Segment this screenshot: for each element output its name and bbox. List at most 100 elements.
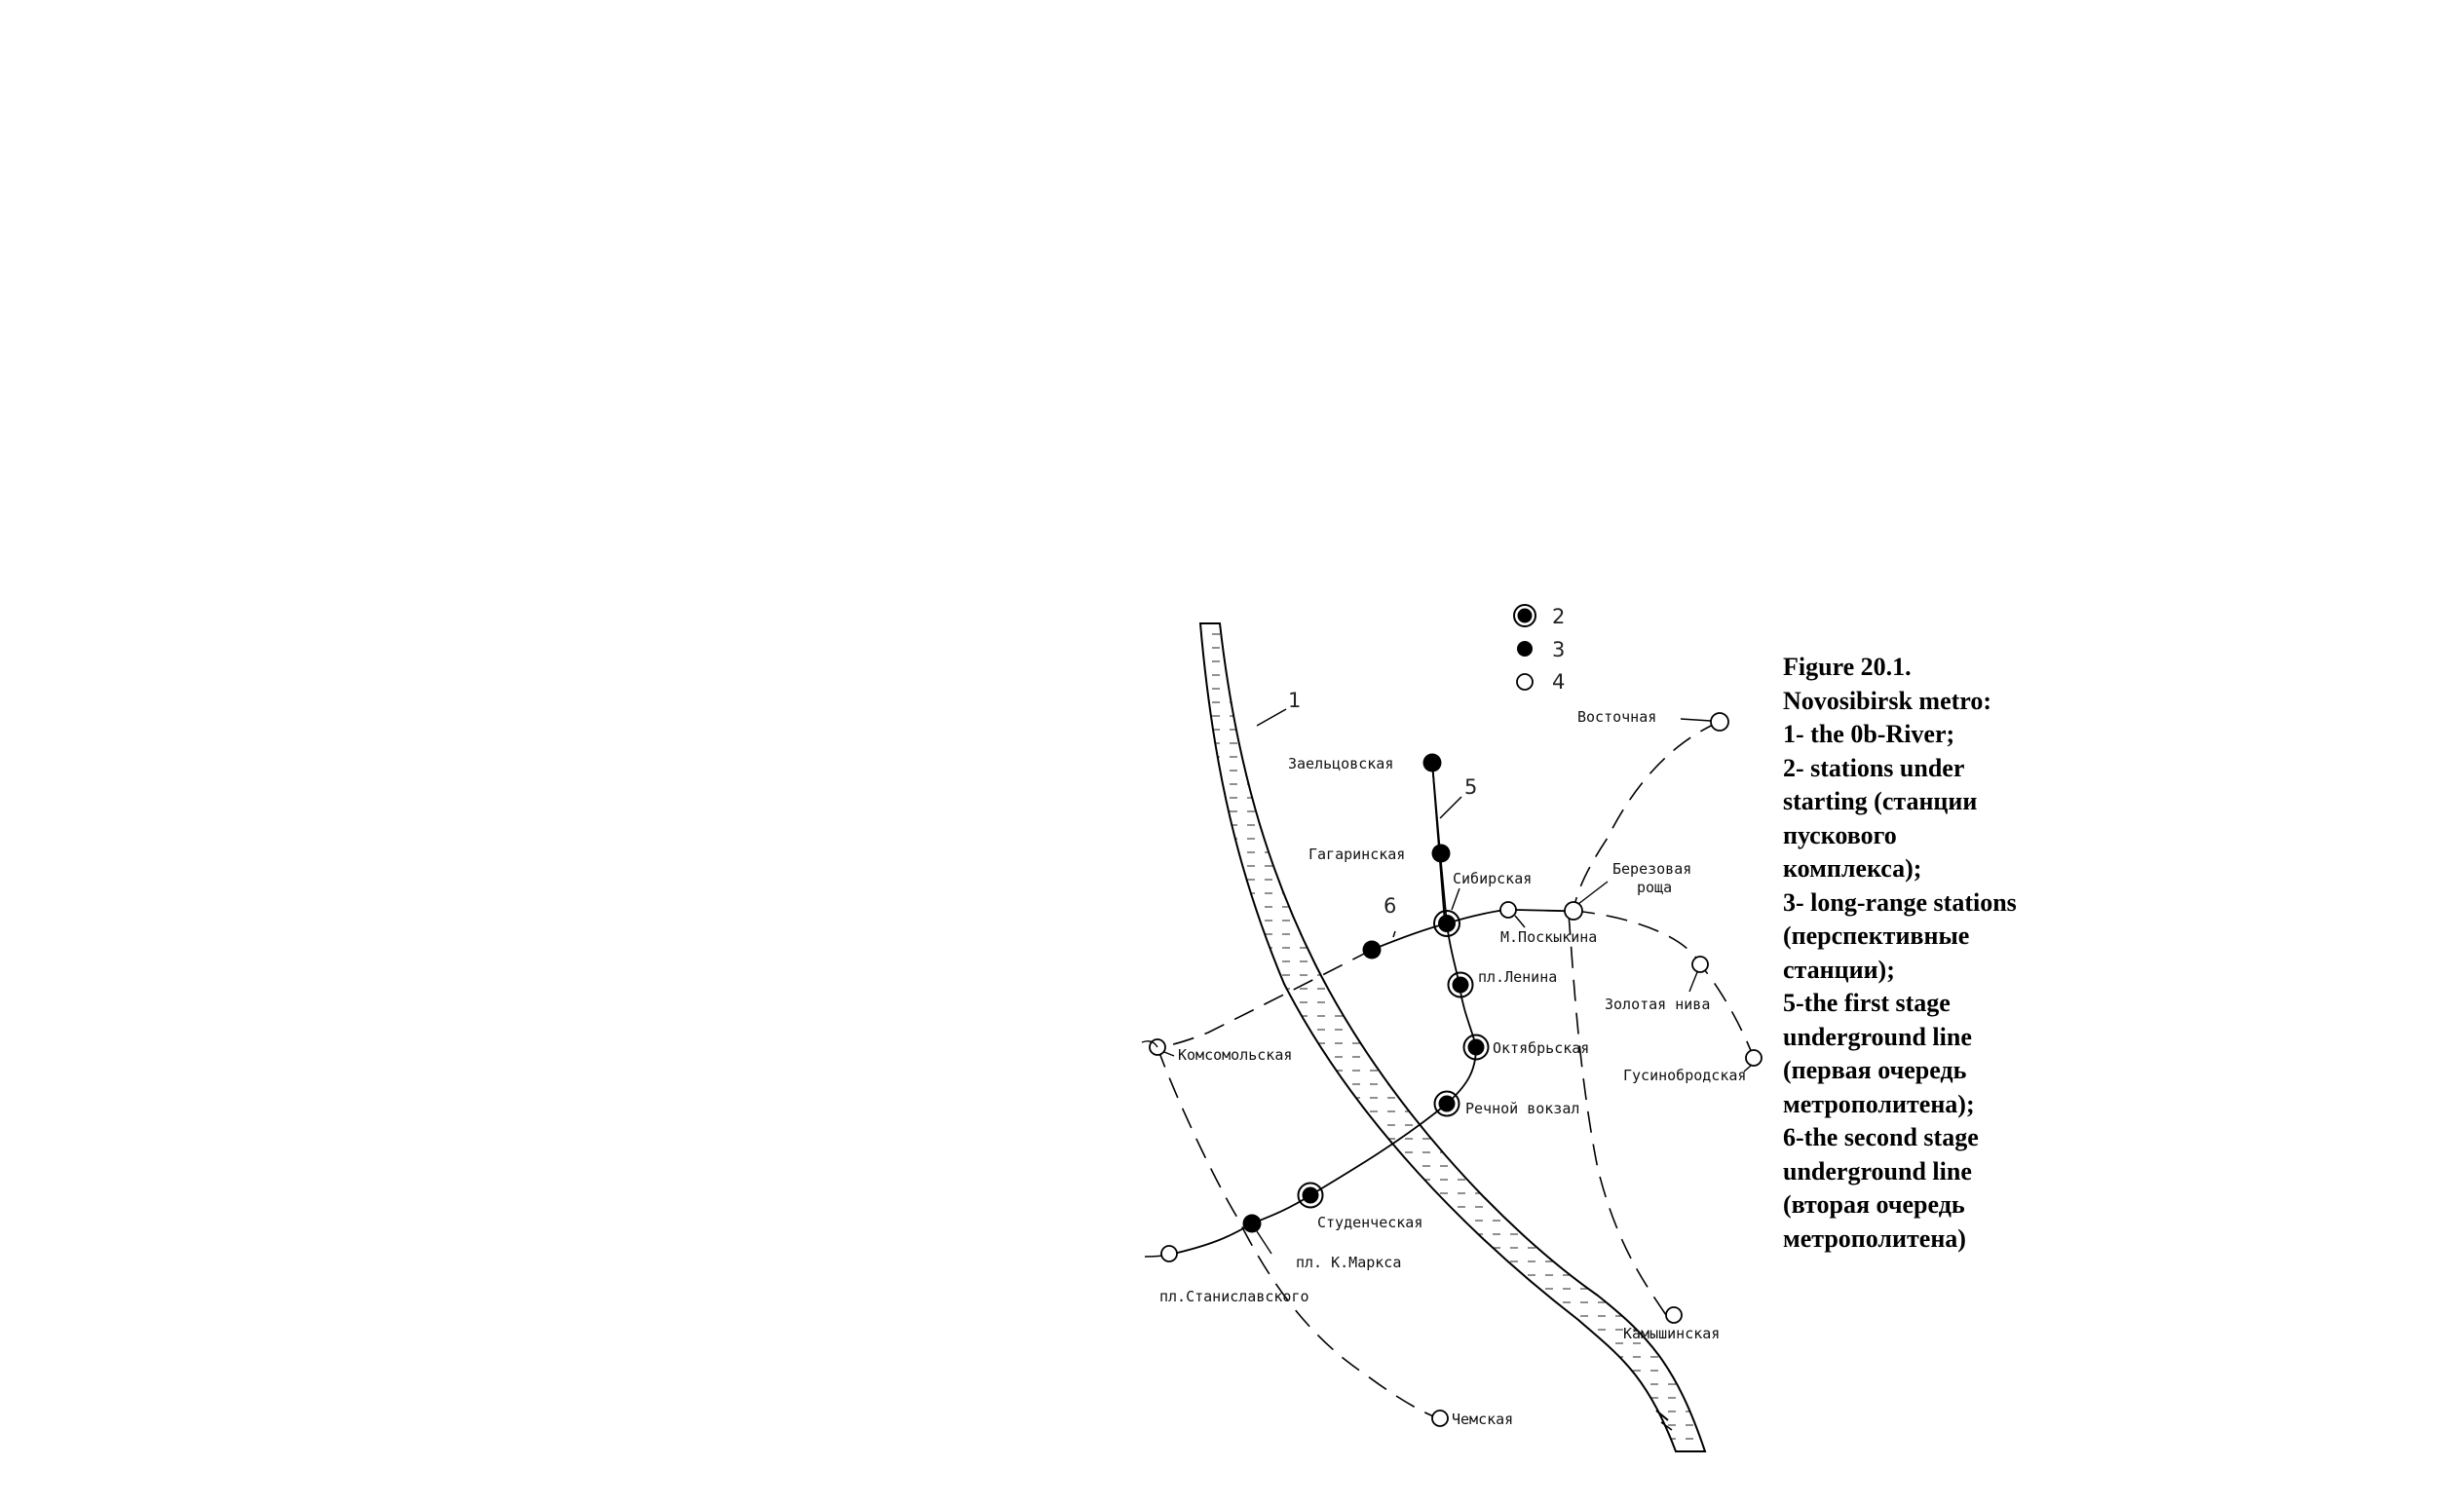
caption-line: 2- stations under — [1783, 753, 1965, 782]
legend-item-3: 3 — [1517, 638, 1565, 661]
double-circle-core — [1302, 1186, 1319, 1204]
caption-line: метрополитена) — [1783, 1223, 1966, 1253]
station-gusinobrodskaya: Гусинобродская — [1623, 1049, 1763, 1084]
open-circle-icon — [1516, 673, 1534, 691]
double-circle-filled-icon — [1433, 1090, 1460, 1117]
filled-circle-icon — [1517, 641, 1533, 657]
caption-line: Novosibirsk metro: — [1783, 686, 1992, 715]
station-label-pl-stanislavskogo: пл.Станиславского — [1159, 1288, 1309, 1305]
station-label-pl-lenina: пл.Ленина — [1478, 968, 1557, 986]
caption-line: пускового — [1783, 820, 1897, 849]
open-circle-icon — [1710, 712, 1729, 732]
line-5-label: 5 — [1464, 775, 1477, 799]
legend-number-2: 2 — [1552, 605, 1565, 628]
open-circle-icon — [1564, 901, 1583, 921]
double-circle-filled-icon — [1462, 1034, 1490, 1061]
station-vostochnaya: Восточная — [1577, 708, 1729, 732]
caption-line: 6-the second stage — [1783, 1123, 1979, 1151]
legend-item-4: 4 — [1516, 670, 1565, 694]
station-label-studencheskaya: Студенческая — [1317, 1214, 1422, 1231]
station-label-pl-k-marksa: пл. К.Маркса — [1296, 1254, 1401, 1271]
double-circle-core — [1438, 915, 1456, 932]
open-circle-icon — [1745, 1049, 1763, 1067]
station-label-vostochnaya: Восточная — [1577, 708, 1656, 726]
station-second-line-stop — [1362, 940, 1382, 959]
station-label-zolotaya-niva: Золотая нива — [1605, 996, 1710, 1013]
open-circle-icon — [1499, 901, 1517, 919]
line-6-label: 6 — [1384, 894, 1396, 918]
open-circle-icon — [1691, 956, 1709, 973]
station-kamyshinskaya: Камышинская — [1623, 1306, 1720, 1342]
caption-line: (первая очередь — [1783, 1056, 1967, 1084]
caption-line: underground line — [1783, 1156, 1972, 1185]
station-komsomolskaya: Комсомольская — [1141, 1038, 1292, 1064]
caption-line: комплекса); — [1783, 854, 1922, 883]
double-circle-filled-icon — [1447, 971, 1474, 998]
station-zaeltsovskaya: Заельцовская — [1288, 753, 1442, 772]
caption-line: 5-the first stage — [1783, 989, 1951, 1017]
second-stage-label: 6 — [1384, 894, 1396, 938]
figure-caption: Figure 20.1.Novosibirsk metro:1- the 0b-… — [1783, 651, 2104, 1256]
filled-circle-icon — [1431, 844, 1451, 863]
double-circle-filled-icon — [1297, 1182, 1324, 1209]
caption-line: метрополитена); — [1783, 1089, 1975, 1118]
caption-line: 3- long-range stations — [1783, 887, 2017, 917]
station-label-rechnoy-vokzal: Речной вокзал — [1465, 1100, 1579, 1117]
dashed-line-vostochnaya — [1573, 721, 1721, 912]
filled-circle-icon — [1422, 753, 1442, 772]
station-oktyabrskaya: Октябрьская — [1462, 1034, 1589, 1061]
open-circle-icon — [1665, 1306, 1683, 1324]
caption-line: 1- the 0b-River; — [1783, 720, 1955, 748]
station-label-gagarinskaya: Гагаринская — [1308, 846, 1405, 863]
station-pl-stanislavskogo: пл.Станиславского — [1159, 1245, 1309, 1305]
station-label-sibirskaya: Сибирская — [1453, 870, 1532, 887]
station-studencheskaya: Студенческая — [1297, 1182, 1422, 1231]
double-circle-core — [1467, 1038, 1485, 1056]
open-circle-icon — [1160, 1245, 1178, 1262]
station-label-gusinobrodskaya: Гусинобродская — [1623, 1067, 1746, 1084]
double-circle-filled-icon — [1513, 604, 1536, 627]
river-callout: 1 — [1256, 689, 1301, 727]
station-rechnoy-vokzal: Речной вокзал — [1433, 1090, 1579, 1117]
station-label-zaeltsovskaya: Заельцовская — [1288, 755, 1393, 772]
legend-item-2: 2 — [1513, 604, 1565, 628]
double-circle-core — [1517, 608, 1533, 623]
river-number-label: 1 — [1288, 689, 1301, 712]
station-m-poskykina: М.Поскыкина — [1499, 901, 1597, 946]
open-circle-icon — [1431, 1410, 1449, 1427]
station-gagarinskaya: Гагаринская — [1308, 844, 1451, 863]
station-label-m-poskykina: М.Поскыкина — [1500, 928, 1597, 946]
second-stage-line — [1371, 909, 1574, 951]
filled-circle-icon — [1242, 1214, 1262, 1233]
station-pl-k-marksa: пл. К.Маркса — [1242, 1214, 1401, 1271]
station-zolotaya-niva: Золотая нива — [1605, 956, 1710, 1013]
caption-line: underground line — [1783, 1022, 1972, 1051]
station-label-kamyshinskaya: Камышинская — [1623, 1325, 1720, 1342]
first-stage-label: 5 — [1439, 775, 1477, 819]
legend-number-4: 4 — [1552, 670, 1565, 694]
caption-line: (вторая очередь — [1783, 1190, 1965, 1219]
filled-circle-icon — [1362, 940, 1382, 959]
station-pl-lenina: пл.Ленина — [1447, 968, 1557, 998]
station-chemskaya: Чемская — [1431, 1410, 1513, 1428]
caption-line: starting (станции — [1783, 787, 1978, 815]
station-label-berezovaya-2: роща — [1637, 879, 1672, 896]
station-label-berezovaya-1: Березовая — [1612, 860, 1691, 878]
caption-line: (перспективные — [1783, 922, 1970, 950]
double-circle-filled-icon — [1433, 910, 1460, 937]
dashed-line-gusinobrodskaya — [1573, 910, 1755, 1059]
caption-line: станции); — [1783, 955, 1895, 984]
dashed-line-kamyshinskaya — [1568, 913, 1667, 1316]
legend-number-3: 3 — [1552, 638, 1565, 661]
dashed-line-chemskaya — [1156, 1046, 1441, 1419]
station-label-chemskaya: Чемская — [1452, 1411, 1513, 1428]
station-berezovaya-roshcha: Березовая роща — [1564, 860, 1691, 921]
double-circle-core — [1438, 1095, 1456, 1112]
legend: 2 3 4 — [1513, 604, 1565, 694]
dashed-line-komsomolskaya — [1156, 949, 1373, 1048]
ob-river — [1198, 622, 1707, 1452]
station-sibirskaya: Сибирская — [1433, 870, 1532, 937]
station-label-oktyabrskaya: Октябрьская — [1493, 1039, 1589, 1057]
